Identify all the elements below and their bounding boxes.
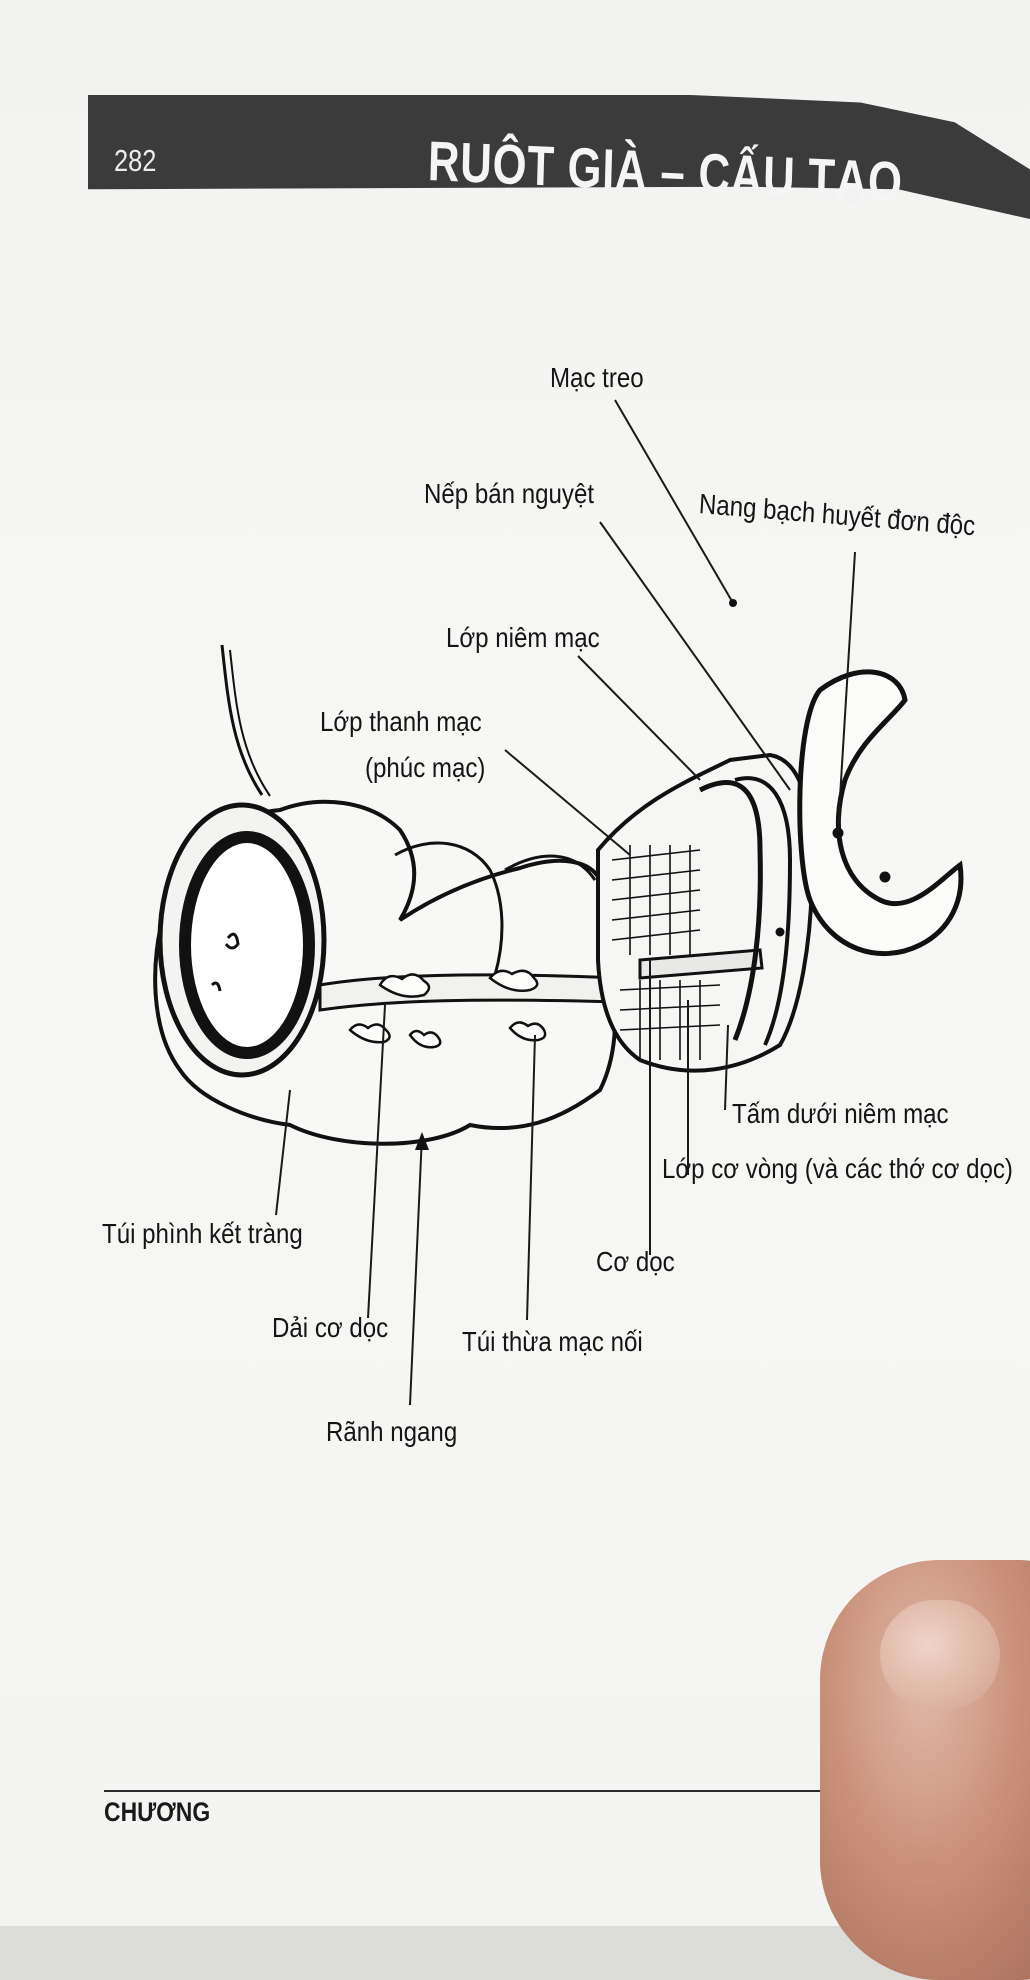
footer-chapter: CHƯƠNG — [104, 1797, 211, 1827]
page-number: 282 — [114, 143, 157, 178]
label-haustra: Túi phình kết tràng — [102, 1218, 303, 1249]
footer-rule — [104, 1790, 824, 1792]
label-epiploic-appendix: Túi thừa mạc nối — [462, 1326, 643, 1357]
leader-lines — [275, 399, 856, 1406]
thumb-nail — [880, 1600, 1000, 1710]
label-peritoneum: (phúc mạc) — [365, 752, 486, 783]
label-taenia-coli: Dải cơ dọc — [272, 1312, 389, 1343]
mucosa-layer — [698, 780, 763, 1041]
colon-cut-section — [596, 669, 964, 1073]
colon-opening-right — [797, 669, 964, 957]
label-semilunar-fold: Nếp bán nguyệt — [424, 478, 595, 509]
mesentery-strand — [229, 649, 271, 797]
label-mesentery: Mạc treo — [550, 362, 644, 393]
muscle-layer-hatching — [611, 845, 721, 1060]
label-mucosa: Lớp niêm mạc — [446, 622, 600, 653]
label-serosa: Lớp thanh mạc — [320, 706, 482, 737]
label-circular-muscle: Lớp cơ vòng (và các thớ cơ dọc) — [662, 1153, 1013, 1184]
label-transverse-groove: Rãnh ngang — [326, 1416, 458, 1447]
mesentery-pointer-dot — [729, 599, 737, 607]
colon-opening-inner — [179, 831, 315, 1059]
colon-anatomy-diagram — [153, 399, 964, 1406]
epiploic-appendices — [348, 969, 547, 1049]
label-longitudinal-muscle: Cơ dọc — [596, 1246, 675, 1277]
label-submucosa: Tấm dưới niêm mạc — [732, 1098, 949, 1129]
mesentery-strand — [220, 644, 264, 796]
groove-arrowhead — [415, 1132, 429, 1150]
